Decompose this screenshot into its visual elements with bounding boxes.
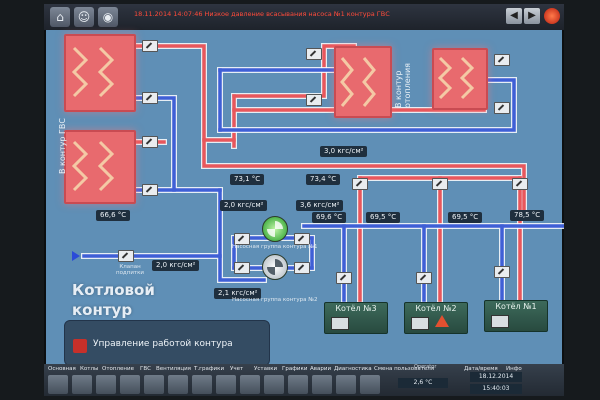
operator-caption: Operator (414, 364, 437, 370)
menu-ventilation[interactable]: Вентиляция (156, 366, 191, 372)
temp-readout-boiler1: 78,5 °C (510, 210, 545, 221)
hot-water-tile-icon[interactable] (120, 375, 140, 394)
fan-tile-icon[interactable] (168, 375, 188, 394)
menu-datetime[interactable]: Дата/время (464, 366, 498, 372)
pressure-readout-supply: 3,0 кгс/см² (320, 146, 368, 157)
home-icon[interactable]: ⌂ (50, 7, 70, 27)
valve-heating1-return[interactable] (306, 94, 322, 106)
feed-inlet-arrow-icon (72, 251, 80, 261)
alarm-message[interactable]: 18.11.2014 14:07:46 Низкое давление всас… (134, 10, 390, 18)
label-feed-valve: Клапан подпитки (115, 264, 145, 276)
warning-icon (435, 315, 449, 327)
heating-tile-icon[interactable] (96, 375, 116, 394)
scada-screen: ⌂ ☺ ◉ 18.11.2014 14:07:46 Низкое давлени… (44, 4, 564, 396)
valve-pump-right-top[interactable] (294, 233, 310, 245)
menu-heating[interactable]: Отопление (102, 366, 134, 372)
boiler-2-monitor-icon (411, 317, 429, 330)
pressure-readout-pump-bottom: 2,1 кгс/см² (214, 288, 262, 299)
circuit-control-label: Управление работой контура (93, 339, 233, 349)
valve-boiler3-supply[interactable] (352, 178, 368, 190)
outdoor-temp-readout: 2,6 °C (398, 378, 448, 388)
menu-charts[interactable]: Графики (282, 366, 308, 372)
valve-heating1-supply[interactable] (306, 48, 322, 60)
menu-info[interactable]: Инфо (506, 366, 522, 372)
valve-boiler2-return[interactable] (416, 272, 432, 284)
boilers-tile-icon[interactable] (72, 375, 92, 394)
menu-alarms[interactable]: Аварии (310, 366, 332, 372)
boiler-1-monitor-icon (491, 315, 509, 328)
menu-main[interactable]: Основная (48, 366, 76, 372)
menu-change-user[interactable]: Смена пользователя (374, 366, 435, 372)
valve-boiler2-supply[interactable] (432, 178, 448, 190)
next-alarm-button[interactable]: ▶ (524, 8, 540, 24)
boiler-3-title: Котёл №3 (335, 304, 377, 313)
boiler-3-monitor-icon (331, 317, 349, 330)
gear-tile-icon[interactable] (288, 375, 308, 394)
label-to-heating: В контур отопления (394, 63, 412, 108)
time-readout: 15:40:03 (470, 384, 522, 394)
boiler-1[interactable]: Котёл №1 (484, 300, 548, 332)
metering-tile-icon[interactable] (216, 375, 236, 394)
users-icon[interactable]: ☺ (74, 7, 94, 27)
temp-readout-boiler3: 69,5 °C (366, 212, 401, 223)
boiler-1-title: Котёл №1 (495, 302, 537, 311)
valve-hw2-supply[interactable] (142, 136, 158, 148)
prev-alarm-button[interactable]: ◀ (506, 8, 522, 24)
diagnostics-tile-icon[interactable] (360, 375, 380, 394)
valve-boiler1-supply[interactable] (512, 178, 528, 190)
valve-hw1-return[interactable] (142, 92, 158, 104)
heat-exchanger-heating-2[interactable] (432, 48, 488, 110)
menu-metering[interactable]: Учет (230, 366, 244, 372)
ventilation-tile-icon[interactable] (144, 375, 164, 394)
valve-boiler1-return[interactable] (494, 266, 510, 278)
menu-setpoints[interactable]: Уставки (254, 366, 278, 372)
temp-readout-supply-1: 73,1 °C (230, 174, 265, 185)
heat-exchanger-hw-1[interactable] (64, 34, 136, 112)
heat-exchanger-hw-2[interactable] (64, 130, 136, 204)
valve-hw2-return[interactable] (142, 184, 158, 196)
boiler-3[interactable]: Котёл №3 (324, 302, 388, 334)
chart-tile-icon[interactable] (312, 375, 332, 394)
camera-icon[interactable]: ◉ (98, 7, 118, 27)
label-pump-group-1: Насосная группа контура №1 (232, 244, 318, 250)
circuit-control-button[interactable]: Управление работой контура (64, 320, 270, 366)
boiler-2[interactable]: Котёл №2 (404, 302, 468, 334)
pump-2[interactable] (262, 254, 288, 280)
pressure-readout-feed: 2,0 кгс/см² (152, 260, 200, 271)
date-readout: 18.12.2014 (470, 372, 522, 382)
valve-pump-left-bottom[interactable] (234, 262, 250, 274)
top-bar: ⌂ ☺ ◉ 18.11.2014 14:07:46 Низкое давлени… (44, 4, 564, 30)
pressure-readout-pump-out: 3,6 кгс/см² (296, 200, 344, 211)
menu-hot-water[interactable]: ГВС (140, 366, 151, 372)
valve-pump-right-bottom[interactable] (294, 262, 310, 274)
alarm-tile-icon[interactable] (336, 375, 356, 394)
valve-boiler3-return[interactable] (336, 272, 352, 284)
temp-readout-hw-return: 66,6 °C (96, 210, 131, 221)
boiler-2-title: Котёл №2 (415, 304, 457, 313)
temp-readout-supply-2: 73,4 °C (306, 174, 341, 185)
temp-readout-pump-out: 69,6 °C (312, 212, 347, 223)
control-icon (73, 339, 87, 353)
menu-diagnostics[interactable]: Диагностика (334, 366, 372, 372)
pump-1[interactable] (262, 216, 288, 242)
menu-boilers[interactable]: Котлы (80, 366, 99, 372)
valve-hw1-supply[interactable] (142, 40, 158, 52)
pressure-readout-pump-in: 2,0 кгс/см² (220, 200, 268, 211)
valve-heating2-supply[interactable] (494, 54, 510, 66)
temp-graph-tile-icon[interactable] (192, 375, 212, 394)
feed-valve[interactable] (118, 250, 134, 262)
boiler-circuit-title: Котловой контур (72, 281, 155, 319)
label-pump-group-2: Насосная группа контура №2 (232, 297, 318, 303)
label-to-hot-water: В контур ГВС (58, 118, 67, 174)
bar-chart-tile-icon[interactable] (240, 375, 260, 394)
main-tile-icon[interactable] (48, 375, 68, 394)
bottom-menu-bar: Основная Котлы Отопление ГВС Вентиляция … (44, 364, 564, 396)
menu-temp-graphs[interactable]: Т.графики (194, 366, 225, 372)
valve-heating2-return[interactable] (494, 102, 510, 114)
valve-pump-left-top[interactable] (234, 233, 250, 245)
alarm-bell-icon[interactable] (544, 8, 560, 24)
setpoints-tile-icon[interactable] (264, 375, 284, 394)
temp-readout-boiler2: 69,5 °C (448, 212, 483, 223)
heat-exchanger-heating-1[interactable] (334, 46, 392, 118)
